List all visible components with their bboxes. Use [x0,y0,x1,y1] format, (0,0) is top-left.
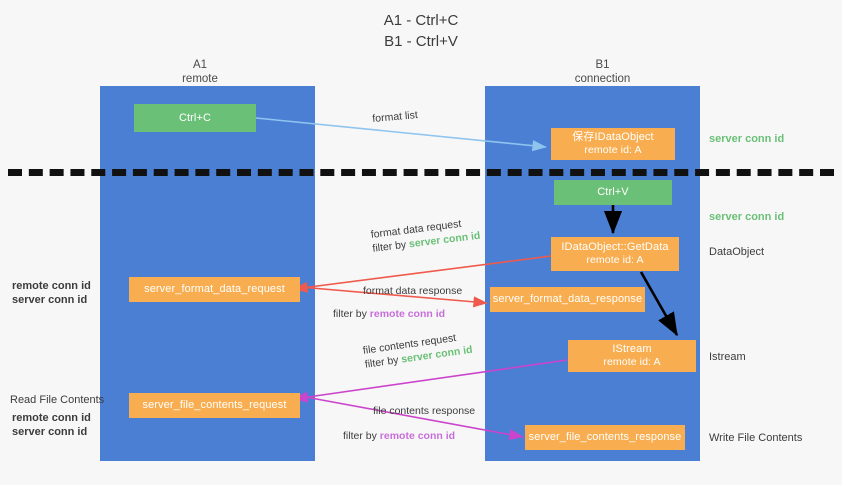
left-label-remote-conn-id-upper: remote conn id [12,280,91,292]
node-server-format-data-response-label: server_format_data_response [492,293,643,305]
lane-header-b1: B1 connection [574,59,631,85]
node-server-file-contents-response-label: server_file_contents_response [528,431,682,443]
node-istream[interactable]: IStream remote id: A [568,340,696,372]
filter-key-remote-conn-id: remote conn id [369,308,446,320]
filter-key-remote-conn-id: remote conn id [379,430,456,442]
filter-prefix: filter by [343,430,380,442]
node-server-file-contents-request[interactable]: server_file_contents_request [129,393,300,418]
filter-prefix: filter by [371,238,410,255]
left-label-server-conn-id-upper: server conn id [12,294,88,306]
edge-label-format-data-request-group: format data request filter by server con… [370,215,481,256]
node-server-format-data-response[interactable]: server_format_data_response [490,287,645,312]
page-title: A1 - Ctrl+C B1 - Ctrl+V [383,12,459,50]
left-label-conn-ids-lower: remote conn id server conn id [12,411,91,439]
node-ctrl-c[interactable]: Ctrl+C [134,104,256,132]
node-server-format-data-request[interactable]: server_format_data_request [129,277,300,302]
node-istream-line2: remote id: A [603,356,661,368]
edge-label-format-list: format list [371,109,419,126]
lane-header-a1: A1 remote [182,59,218,85]
right-label-istream: Istream [709,351,746,363]
filter-prefix: filter by [364,353,403,371]
node-server-format-data-request-label: server_format_data_request [144,283,285,295]
time-divider [8,169,834,176]
node-save-idataobject-line2: remote id: A [584,144,642,156]
filter-prefix: filter by [333,308,370,320]
edge-label-file-contents-request-group: file contents request filter by server c… [362,329,473,372]
node-server-file-contents-response[interactable]: server_file_contents_response [525,425,685,450]
edge-label-format-data-response: format data response [363,285,463,297]
node-getdata-line2: remote id: A [586,254,644,266]
left-label-server-conn-id-lower: server conn id [12,426,88,438]
node-getdata[interactable]: IDataObject::GetData remote id: A [551,237,679,271]
left-label-read-file-contents: Read File Contents [10,394,105,406]
right-label-server-conn-id-mid: server conn id [709,211,785,223]
node-save-idataobject[interactable]: 保存IDataObject remote id: A [551,128,675,160]
node-ctrl-c-label: Ctrl+C [178,111,212,124]
edge-label-file-contents-response-filter: filter by remote conn id [343,429,475,443]
left-label-conn-ids-upper: remote conn id server conn id [12,279,91,307]
edge-label-file-contents-response-group: file contents response filter by remote … [343,404,475,443]
right-label-dataobject: DataObject [709,246,765,258]
edge-label-format-data-response-filter: filter by remote conn id [333,307,462,321]
edge-label-format-data-response-group: format data response filter by remote co… [333,284,462,321]
right-label-server-conn-id-top: server conn id [709,133,785,145]
node-save-idataobject-line1: 保存IDataObject [572,131,654,143]
right-label-write-file-contents: Write File Contents [709,432,803,444]
node-ctrl-v[interactable]: Ctrl+V [554,180,672,205]
edge-label-file-contents-response: file contents response [373,405,476,417]
node-ctrl-v-label: Ctrl+V [597,186,629,198]
left-label-remote-conn-id-lower: remote conn id [12,412,91,424]
node-istream-line1: IStream [612,343,652,355]
node-server-file-contents-request-label: server_file_contents_request [142,399,287,411]
node-getdata-line1: IDataObject::GetData [561,241,669,253]
